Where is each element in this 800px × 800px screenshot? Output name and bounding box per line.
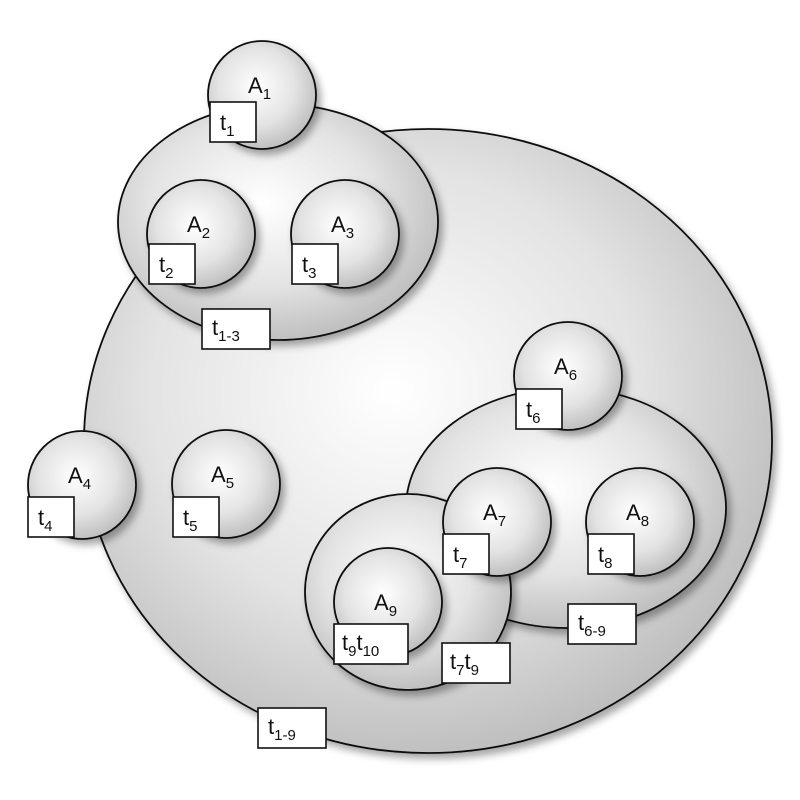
svg-text:t1: t1: [220, 110, 234, 140]
agent-a7-label: A7: [483, 500, 506, 530]
tag-t3: t3: [291, 243, 339, 285]
tag-t7: t7: [442, 533, 490, 575]
tag-t6-9: t6-9: [567, 603, 637, 645]
tag-t7t9: t7t9: [441, 642, 511, 684]
svg-text:t8: t8: [598, 542, 612, 572]
tag-t9t10: t9t10: [333, 623, 409, 665]
tag-t1-3: t1-3: [201, 308, 271, 350]
svg-text:t5: t5: [183, 505, 197, 535]
svg-text:t9t10: t9t10: [342, 630, 379, 660]
tag-t1-9: t1-9: [257, 707, 327, 749]
agent-a9-label: A9: [374, 590, 397, 620]
agent-a3-label: A3: [331, 212, 354, 242]
svg-text:t6: t6: [526, 397, 540, 427]
svg-text:t1-3: t1-3: [212, 315, 240, 345]
svg-text:t6-9: t6-9: [578, 610, 606, 640]
agent-a4-label: A4: [68, 463, 91, 493]
tag-t2: t2: [148, 243, 196, 285]
tag-t5: t5: [172, 496, 220, 538]
tag-t8: t8: [587, 533, 635, 575]
tag-t6: t6: [515, 388, 563, 430]
agent-a8-label: A8: [626, 500, 649, 530]
agent-a5-label: A5: [211, 462, 234, 492]
agent-a1-label: A1: [248, 73, 271, 103]
svg-text:t3: t3: [302, 252, 316, 282]
tag-t4: t4: [27, 496, 75, 538]
svg-text:t7: t7: [453, 542, 467, 572]
svg-text:t7t9: t7t9: [450, 649, 479, 679]
agent-a2-label: A2: [187, 212, 210, 242]
svg-text:t2: t2: [159, 252, 173, 282]
tag-t1: t1: [209, 101, 257, 143]
svg-text:t1-9: t1-9: [268, 714, 296, 744]
agent-a6-label: A6: [554, 354, 577, 384]
svg-text:t4: t4: [38, 505, 52, 535]
